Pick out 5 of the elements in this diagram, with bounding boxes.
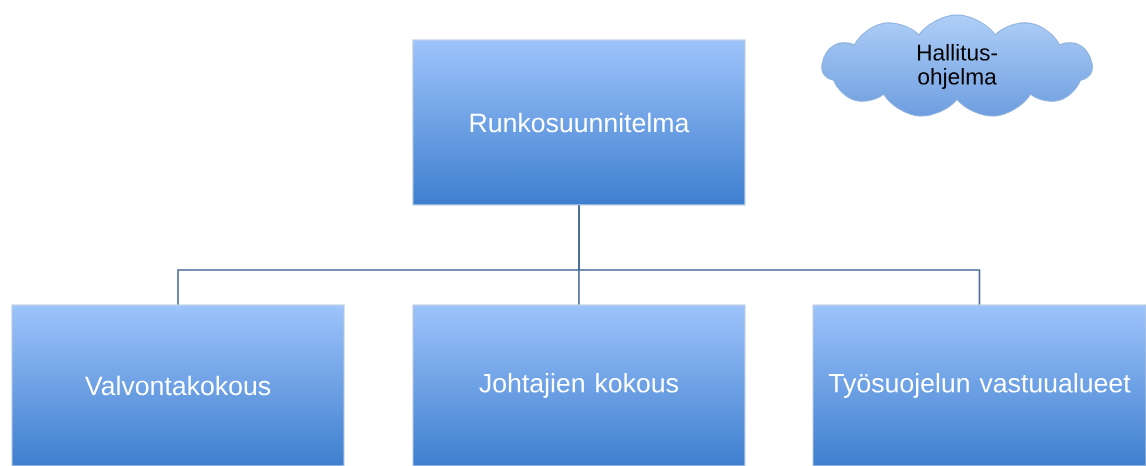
process-box: Valvontakokous xyxy=(11,304,345,466)
process-box: Johtajien kokous xyxy=(412,304,746,466)
process-box: Työsuojelun vastuualueet xyxy=(812,304,1146,466)
connector-line xyxy=(578,204,981,306)
process-box: Runkosuunnitelma xyxy=(412,39,746,206)
